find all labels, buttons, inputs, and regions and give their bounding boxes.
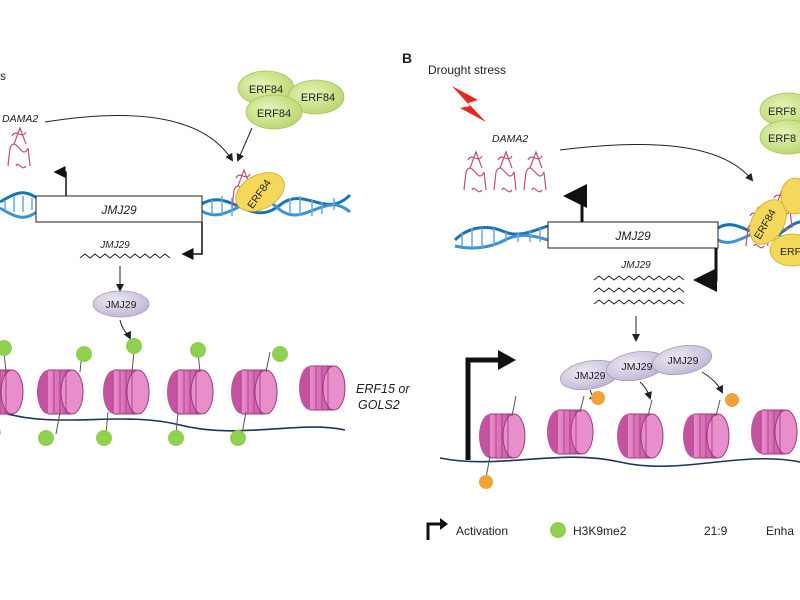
legend-activation-arrowhead [440, 518, 448, 530]
panel-b-transcription-arrow [693, 248, 718, 292]
panel-a-transcript-label: JMJ29 [99, 240, 130, 251]
panel-b-dama2-label: DAMA2 [492, 133, 528, 145]
panel-a-nucleosomes [0, 365, 346, 415]
panel-b-activation-arrow [465, 357, 500, 460]
panel-a-h3k9me2-dots [0, 338, 288, 446]
panel-b-jmj29-gene-label: JMJ29 [614, 229, 651, 243]
panel-b-bound-erf84: ERF84 ERF [745, 177, 800, 267]
panel-a-binding-arrow [236, 127, 253, 162]
panel-b-erf-cluster-label-1: ERF8 [768, 106, 796, 118]
panel-b: B Drought stress DAMA2 ERF8 ERF8 [402, 50, 800, 489]
panel-b-stress-label: Drought stress [428, 63, 506, 77]
panel-a-h3k9me2-marks [0, 351, 271, 435]
legend-h3k9me2-icon [550, 522, 566, 538]
panel-a-transcription-arrow [181, 222, 203, 260]
drought-lightning-icon [452, 86, 486, 122]
panel-a-protein-label: JMJ29 [106, 299, 137, 311]
panel-b-dama2-proteins [463, 151, 547, 193]
legend-ratio-label: 21:9 [704, 524, 728, 538]
panel-b-jmj29-proteins: JMJ29 JMJ29 JMJ29 [559, 344, 713, 391]
panel-a-mrna [79, 253, 171, 259]
legend-h3k9me2-label: H3K9me2 [573, 524, 627, 538]
panel-b-mrnas [593, 275, 685, 305]
panel-b-tss-arrow [563, 184, 587, 222]
panel-b-jmj29-gene-box [547, 221, 719, 249]
panel-b-chromatin-fiber [439, 456, 800, 468]
panel-a-partial-label: s [0, 69, 6, 83]
panel-b-bound-erf-label-2: ERF [780, 246, 800, 258]
panel-a-bound-erf84: ERF84 [231, 169, 285, 212]
panel-a-jmj29-protein [92, 290, 150, 318]
panel-a-tss-arrow [53, 166, 67, 196]
panel-b-inhibition-arrow [559, 143, 754, 182]
legend-activation-icon [426, 522, 442, 540]
erf-cluster-label-1: ERF84 [249, 84, 283, 96]
panel-a-erf84-cluster: ERF84 ERF84 ERF84 [237, 70, 345, 130]
panel-b-orange-marks [479, 391, 739, 489]
panel-b-protein-label-1: JMJ29 [575, 370, 606, 382]
panel-a-targets-line1: ERF15 or [356, 382, 410, 396]
legend-enhancer-label: Enha [766, 524, 794, 538]
panel-b-activation-arrowhead [498, 350, 516, 370]
legend: Activation H3K9me2 21:9 Enha [426, 518, 794, 540]
panel-b-erf-cluster-label-2: ERF8 [768, 133, 796, 145]
panel-b-transcript-label: JMJ29 [620, 260, 651, 271]
panel-b-erf-cluster: ERF8 ERF8 [759, 92, 800, 155]
panel-a-targets-line2: GOLS2 [358, 398, 400, 412]
panel-a-jmj29-gene-label: JMJ29 [100, 203, 137, 217]
legend-activation-label: Activation [456, 524, 508, 538]
panel-b-protein-label-2: JMJ29 [622, 361, 653, 373]
panel-a-jmj29-gene-box [35, 195, 203, 223]
panel-a-inhibition-arrow [44, 114, 234, 162]
panel-a-dama2-label: DAMA2 [2, 113, 38, 125]
panel-b-protein-label-3: JMJ29 [668, 355, 699, 367]
panel-a-dama2-protein [7, 127, 31, 169]
erf-cluster-label-3: ERF84 [257, 108, 291, 120]
panel-a-chromatin-fiber [0, 411, 346, 432]
panel-b-histone-tails [485, 395, 721, 479]
panel-b-nucleosomes [478, 409, 798, 459]
erf-cluster-label-2: ERF84 [301, 92, 335, 104]
panel-b-letter: B [402, 50, 412, 66]
panel-a: s DAMA2 ERF84 ERF84 ERF84 ERF84 [0, 69, 410, 446]
panel-a-demethylation-arrow [119, 319, 131, 340]
